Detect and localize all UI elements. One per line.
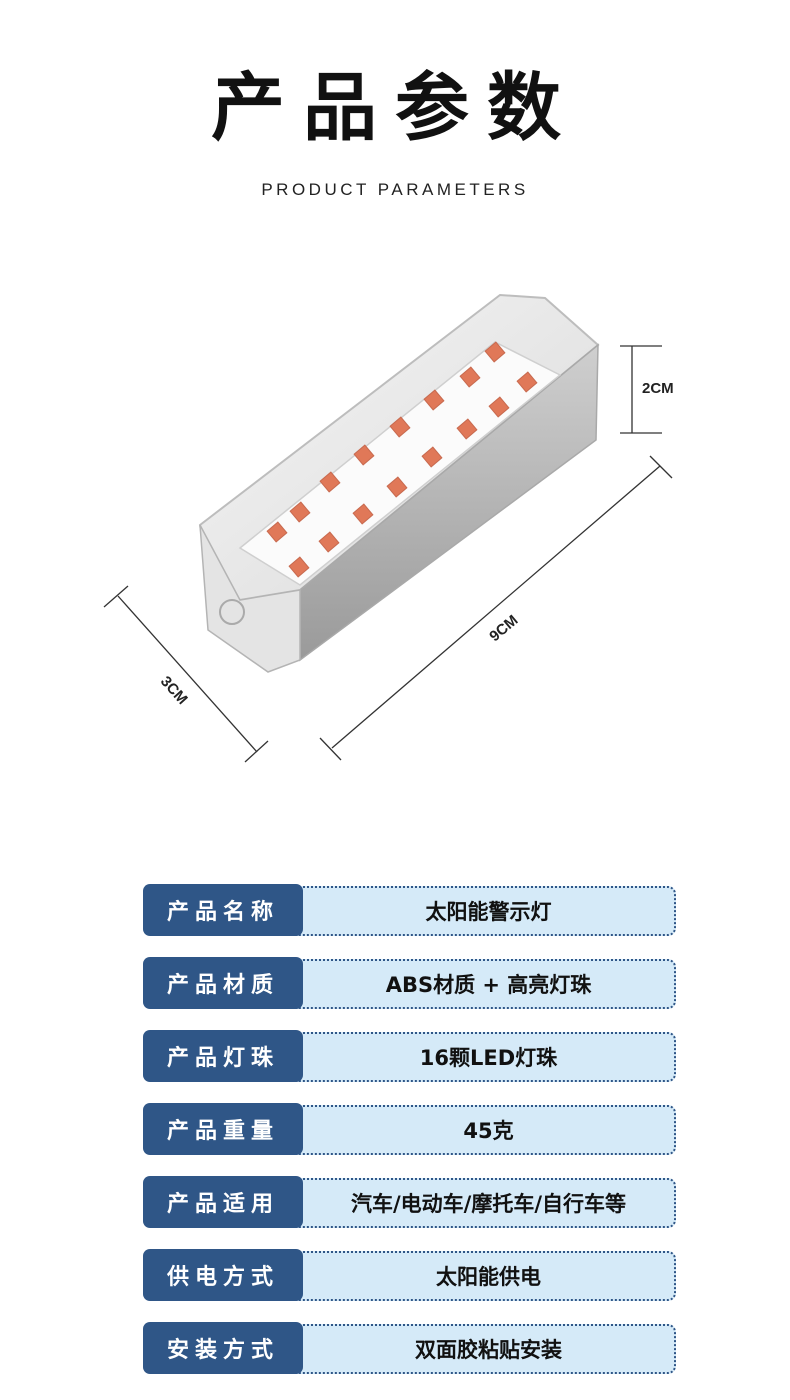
param-row-applicable: 产品适用 汽车/电动车/摩托车/自行车等 bbox=[143, 1176, 676, 1228]
param-value: 双面胶粘贴安装 bbox=[295, 1324, 676, 1374]
param-value: 太阳能警示灯 bbox=[295, 886, 676, 936]
param-value: 汽车/电动车/摩托车/自行车等 bbox=[295, 1178, 676, 1228]
param-row-material: 产品材质 ABS材质 + 高亮灯珠 bbox=[143, 957, 676, 1009]
param-label: 产品名称 bbox=[143, 884, 303, 936]
page-subtitle: PRODUCT PARAMETERS bbox=[261, 180, 529, 199]
param-value: ABS材质 + 高亮灯珠 bbox=[295, 959, 676, 1009]
param-value: 16颗LED灯珠 bbox=[295, 1032, 676, 1082]
warning-light-illustration bbox=[103, 293, 673, 763]
param-label: 安装方式 bbox=[143, 1322, 303, 1374]
param-label: 产品适用 bbox=[143, 1176, 303, 1228]
param-row-name: 产品名称 太阳能警示灯 bbox=[143, 884, 676, 936]
dimension-height bbox=[620, 345, 662, 434]
page-title: 产品参数 bbox=[211, 65, 579, 151]
param-row-leds: 产品灯珠 16颗LED灯珠 bbox=[143, 1030, 676, 1082]
led-row-1 bbox=[266, 341, 506, 543]
param-label: 供电方式 bbox=[143, 1249, 303, 1301]
param-row-install: 安装方式 双面胶粘贴安装 bbox=[143, 1322, 676, 1374]
param-label: 产品材质 bbox=[143, 957, 303, 1009]
dimension-length bbox=[319, 455, 673, 761]
led-board bbox=[238, 341, 562, 586]
dimension-width bbox=[103, 585, 269, 763]
param-value: 45克 bbox=[295, 1105, 676, 1155]
param-label: 产品灯珠 bbox=[143, 1030, 303, 1082]
case-end bbox=[199, 524, 301, 673]
param-label: 产品重量 bbox=[143, 1103, 303, 1155]
switch-icon bbox=[219, 599, 245, 625]
height-dimension-label: 2CM bbox=[642, 380, 674, 397]
param-value: 太阳能供电 bbox=[295, 1251, 676, 1301]
param-row-weight: 产品重量 45克 bbox=[143, 1103, 676, 1155]
led-row-2 bbox=[288, 371, 538, 578]
param-row-power: 供电方式 太阳能供电 bbox=[143, 1249, 676, 1301]
product-image: 2CM 9CM 3CM bbox=[0, 270, 790, 790]
